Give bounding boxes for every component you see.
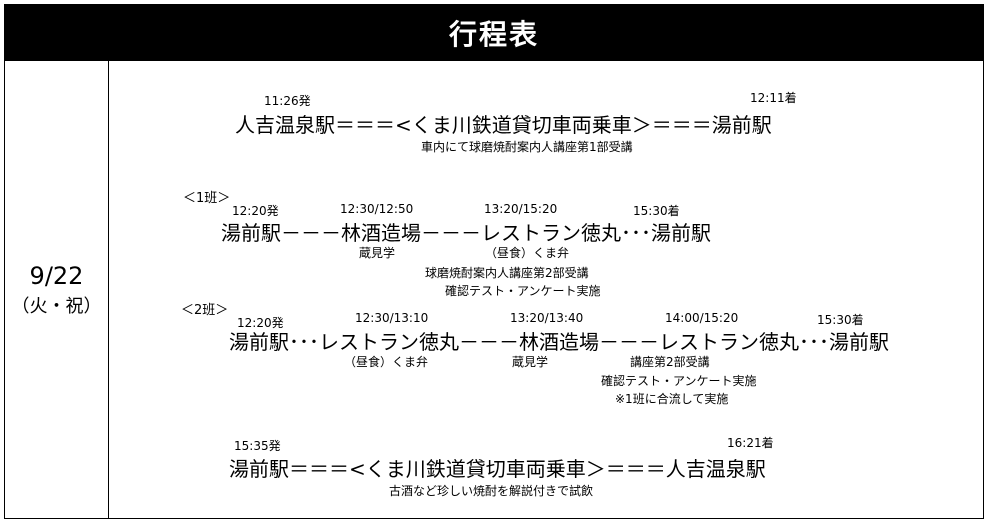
group2-time-2: 12:30/13:10 [355,311,429,325]
group1-time-3: 13:20/15:20 [484,202,558,216]
group2-note-2: 蔵見学 [512,355,549,369]
group2-time-4: 14:00/15:20 [665,311,739,325]
date-weekday: （火・祝） [11,295,102,317]
group1-note-4: 確認テスト・アンケート実施 [445,284,601,298]
group1-route: 湯前駅－－－林酒造場－－－レストラン徳丸･･･湯前駅 [221,221,711,245]
group1-note-3: 球磨焼酎案内人講座第2部受講 [425,266,589,280]
seg1-departure-time: 11:26発 [264,94,311,108]
group2-route: 湯前駅･･･レストラン徳丸－－－林酒造場－－－レストラン徳丸･･･湯前駅 [229,330,889,354]
itinerary-table: 行程表 9/22 （火・祝） 11:26発 12:11着 人吉温泉駅＝＝＝<くま… [4,4,984,519]
seg1-route: 人吉温泉駅＝＝＝<くま川鉄道貸切車両乗車＞＝＝＝湯前駅 [235,113,772,137]
seg4-arrival-time: 16:21着 [727,436,774,450]
group1-label: ＜1班＞ [183,191,231,206]
group2-time-1: 12:20発 [237,316,284,330]
table-title: 行程表 [5,5,983,61]
group2-time-3: 13:20/13:40 [510,311,584,325]
seg1-note: 車内にて球磨焼酎案内人講座第1部受講 [421,140,633,154]
seg1-arrival-time: 12:11着 [750,91,797,105]
group2-note-4: 確認テスト・アンケート実施 [601,374,757,388]
seg4-departure-time: 15:35発 [234,439,281,453]
group2-note-1: （昼食）くま弁 [344,355,429,369]
group1-note-2: （昼食）くま弁 [485,246,570,260]
date-main: 9/22 [29,261,84,290]
group1-time-1: 12:20発 [232,204,279,218]
date-cell: 9/22 （火・祝） [5,61,109,518]
group2-note-5: ※1班に合流して実施 [615,392,729,406]
group2-label: ＜2班＞ [181,303,229,318]
seg4-note: 古酒など珍しい焼酎を解説付きで試飲 [389,484,594,498]
group2-note-3: 講座第2部受講 [630,355,710,369]
group2-time-5: 15:30着 [817,313,864,327]
group1-note-1: 蔵見学 [359,246,396,260]
seg4-route: 湯前駅＝＝＝<くま川鉄道貸切車両乗車＞＝＝＝人吉温泉駅 [229,457,766,481]
group1-time-4: 15:30着 [633,204,680,218]
group1-time-2: 12:30/12:50 [340,202,414,216]
